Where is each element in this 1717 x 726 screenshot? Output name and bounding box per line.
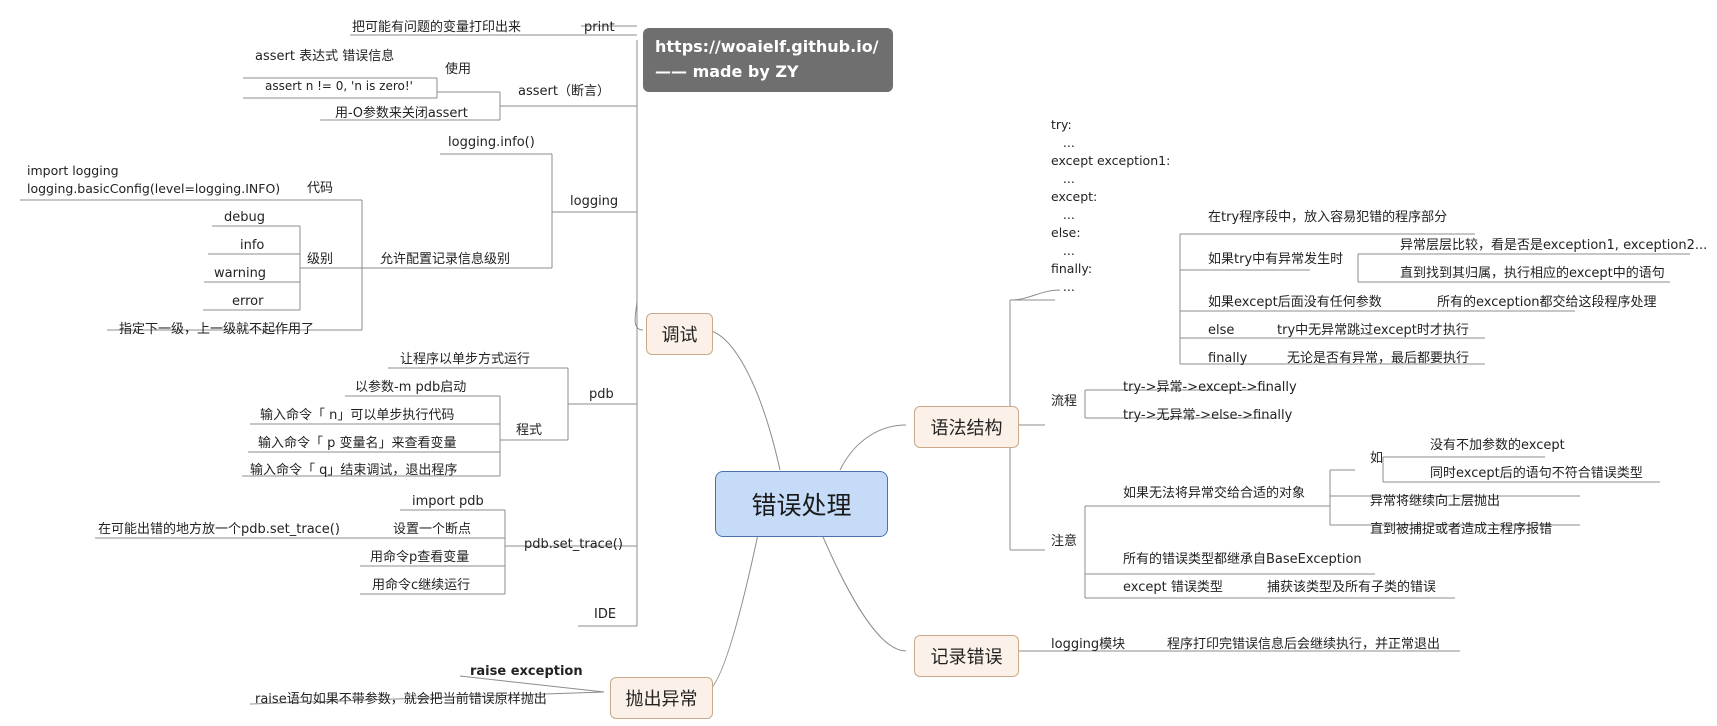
ide-label: IDE	[594, 607, 617, 622]
logging-code-label: 代码	[307, 181, 334, 196]
logging-level-warning: warning	[214, 266, 267, 281]
assert-use: 使用	[445, 62, 472, 77]
syntax-code: try: ... except exception1: ... except: …	[1051, 117, 1171, 294]
record-module: logging模块	[1051, 637, 1126, 652]
syntax-note-unhandled-item-2: 直到被捕捉或者造成主程序报错	[1370, 522, 1553, 537]
set-trace-import: import pdb	[412, 494, 484, 509]
syntax-on-exc-item-1: 异常层层比较，看是否是exception1, exception2...	[1400, 238, 1708, 253]
pdb-method-item-1: 以参数-m pdb启动	[355, 380, 467, 395]
print-desc: 把可能有问题的变量打印出来	[352, 20, 522, 35]
pdb-label: pdb	[589, 387, 614, 402]
syntax-bare: 如果except后面没有任何参数	[1208, 295, 1382, 310]
assert-use-item-1: assert 表达式 错误信息	[255, 49, 395, 64]
topic-raise[interactable]: 抛出异常	[610, 677, 713, 719]
logging-level-info: info	[240, 238, 265, 253]
set-trace-bp: 设置一个断点	[393, 522, 472, 537]
logging-code: import logging logging.basicConfig(level…	[27, 163, 281, 196]
syntax-flow: 流程	[1051, 394, 1078, 409]
logging-label: logging	[570, 194, 619, 209]
syntax-note-except-desc: 捕获该类型及所有子类的错误	[1267, 580, 1437, 595]
logging-level-note: 指定下一级，上一级就不起作用了	[119, 322, 315, 337]
raise-title: raise exception	[470, 664, 583, 679]
syntax-note-unhandled: 如果无法将异常交给合适的对象	[1123, 486, 1306, 501]
logging-config: 允许配置记录信息级别	[380, 252, 511, 267]
syntax-flow-item-1: try->异常->except->finally	[1123, 380, 1297, 395]
assert-close: 用-O参数来关闭assert	[335, 106, 468, 121]
raise-desc: raise语句如果不带参数，就会把当前错误原样抛出	[255, 692, 547, 707]
syntax-else-desc: try中无异常跳过except时才执行	[1277, 323, 1469, 338]
syntax-finally: finally	[1208, 351, 1248, 366]
topic-record[interactable]: 记录错误	[914, 635, 1019, 677]
syntax-note-such-item-1: 没有不加参数的except	[1430, 438, 1565, 453]
set-trace-label: pdb.set_trace()	[524, 537, 623, 552]
logging-level-debug: debug	[224, 210, 265, 225]
credit-author: —— made by ZY	[655, 62, 799, 81]
assert-label: assert（断言）	[518, 84, 610, 99]
logging-level-label: 级别	[307, 252, 334, 267]
syntax-else: else	[1208, 323, 1235, 338]
set-trace-p: 用命令p查看变量	[370, 550, 470, 565]
syntax-note: 注意	[1051, 534, 1078, 549]
record-desc: 程序打印完错误信息后会继续执行，并正常退出	[1167, 637, 1441, 652]
print-label: print	[584, 20, 615, 35]
syntax-flow-item-2: try->无异常->else->finally	[1123, 408, 1293, 423]
logging-info: logging.info()	[448, 135, 535, 150]
syntax-note-unhandled-item-1: 异常将继续向上层抛出	[1370, 494, 1501, 509]
set-trace-bp-desc: 在可能出错的地方放一个pdb.set_trace()	[98, 522, 340, 537]
root-topic[interactable]: 错误处理	[715, 471, 888, 537]
syntax-on-exc: 如果try中有异常发生时	[1208, 252, 1344, 267]
topic-syntax[interactable]: 语法结构	[914, 406, 1019, 448]
topic-debug[interactable]: 调试	[646, 313, 713, 355]
syntax-note-such-item-2: 同时except后的语句不符合错误类型	[1430, 466, 1643, 481]
logging-level-error: error	[232, 294, 264, 309]
assert-use-item-2: assert n != 0, 'n is zero!'	[265, 79, 413, 93]
credit-badge: https://woaielf.github.io/ —— made by ZY	[643, 28, 893, 92]
pdb-method-item-2: 输入命令「 n」可以单步执行代码	[260, 408, 455, 423]
syntax-note-base: 所有的错误类型都继承自BaseException	[1123, 552, 1362, 567]
syntax-on-exc-item-2: 直到找到其归属，执行相应的except中的语句	[1400, 266, 1665, 281]
credit-url: https://woaielf.github.io/	[655, 37, 879, 56]
syntax-try-block: 在try程序段中，放入容易犯错的程序部分	[1208, 210, 1448, 225]
syntax-finally-desc: 无论是否有异常，最后都要执行	[1287, 351, 1470, 366]
syntax-bare-desc: 所有的exception都交给这段程序处理	[1437, 295, 1657, 310]
syntax-note-except: except 错误类型	[1123, 580, 1223, 595]
syntax-note-such: 如	[1370, 451, 1384, 466]
pdb-step: 让程序以单步方式运行	[400, 352, 531, 367]
pdb-method-item-3: 输入命令「 p 变量名」来查看变量	[258, 436, 457, 451]
pdb-method-item-4: 输入命令「 q」结束调试，退出程序	[250, 463, 458, 478]
set-trace-c: 用命令c继续运行	[372, 578, 471, 593]
pdb-method: 程式	[516, 423, 543, 438]
